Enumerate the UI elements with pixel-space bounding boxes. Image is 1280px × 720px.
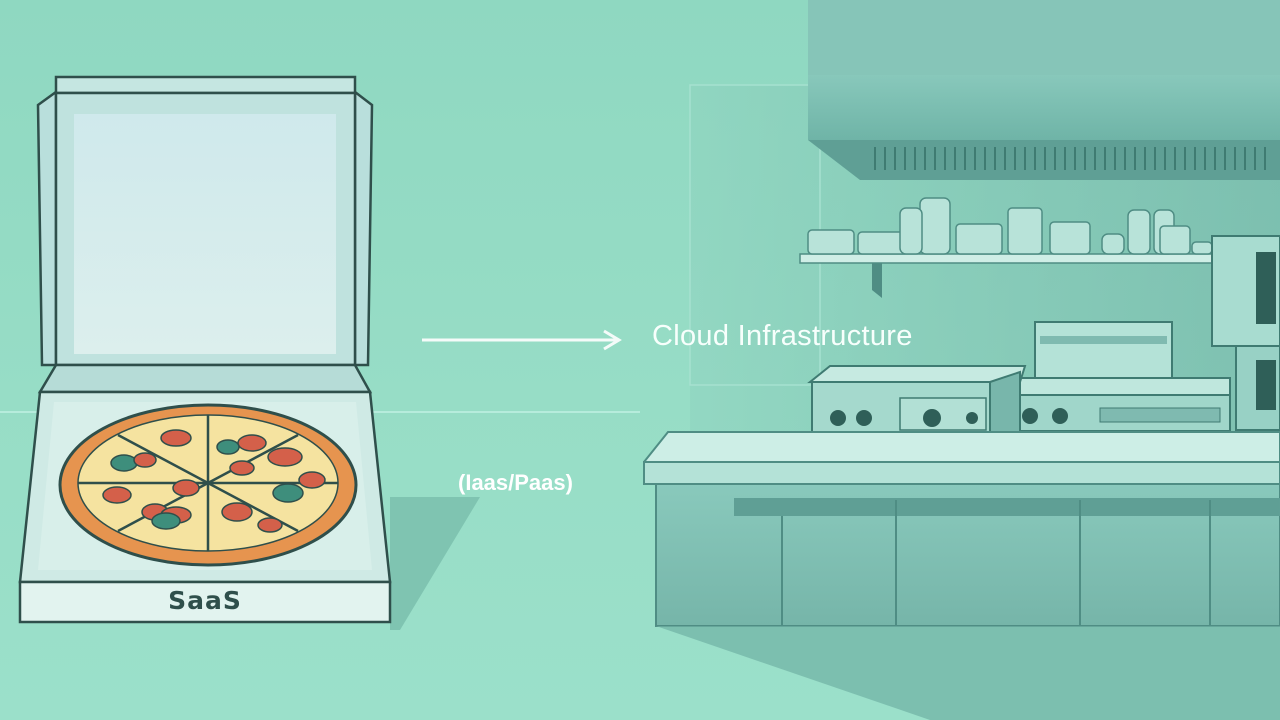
iaas-paas-label: (Iaas/Paas) [458,470,573,495]
cloud-infrastructure-label: Cloud Infrastructure [652,320,913,352]
pizza-icon [58,403,358,567]
oven-unit [1211,235,1280,431]
counter-drawer-strip [734,498,1280,516]
box-lid-flap-right [353,89,374,367]
oven-display [1256,252,1276,324]
pizza-box-icon [18,75,480,630]
stove-unit [807,365,1027,433]
pizza-toppings [102,429,326,533]
hood-body [808,75,1280,140]
stove-knob [923,409,941,427]
box-lid-top-rim [54,75,357,95]
stove-knob [830,410,846,426]
wall-shelf [799,253,1221,264]
box-lid-flap-left [36,89,58,367]
grill-station [1007,321,1231,432]
flow-arrow [422,329,622,351]
box-tray-back [37,363,373,394]
hood-vent-grille [874,147,1266,170]
counter-shadow [656,626,1280,720]
stove-knob [856,410,872,426]
oven-display-2 [1256,360,1276,410]
counter-edge [643,461,1280,485]
box-lid-inner [74,114,336,354]
shelf-bracket [872,263,882,298]
box-shadow [390,497,480,630]
commercial-kitchen-icon [643,0,1280,720]
stove-knob [966,412,978,424]
box-front-panel [18,580,392,624]
cabinet-doors [781,500,1211,626]
arrow-head [603,329,622,351]
stacked-dishes [807,197,1213,255]
hood-top [808,0,1280,75]
saas-label: SaaS [168,586,242,615]
